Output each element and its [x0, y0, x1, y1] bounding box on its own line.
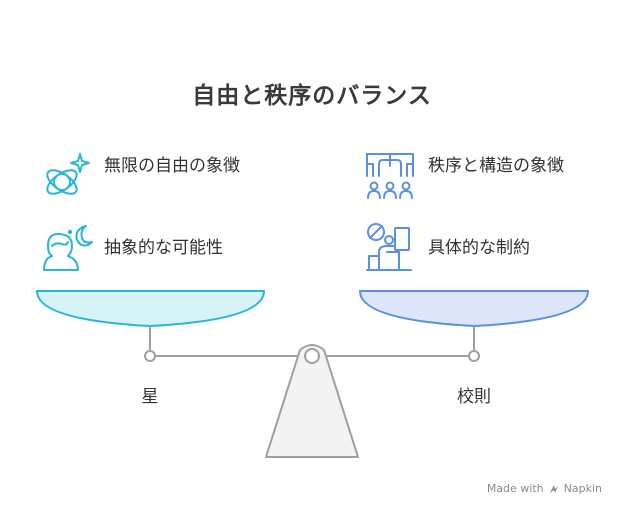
organized-people-icon [366, 153, 414, 199]
right-end-label: 校則 [457, 387, 491, 407]
fulcrum-base [265, 344, 359, 458]
credit-prefix: Made with [486, 482, 544, 495]
restricted-worker-icon [366, 223, 412, 271]
right-beam-joint [468, 350, 480, 362]
person-moon-icon [43, 225, 93, 271]
right-item-label-2: 具体的な制約 [428, 238, 530, 258]
credit-brand: Napkin [563, 482, 602, 495]
orbit-sparkle-icon [46, 153, 90, 195]
left-item-label-2: 抽象的な可能性 [104, 238, 223, 258]
left-pan [35, 290, 266, 328]
right-item-label-1: 秩序と構造の象徴 [428, 156, 564, 176]
diagram-title: 自由と秩序のバランス [192, 83, 432, 109]
fulcrum-pivot [304, 348, 320, 364]
right-pan [358, 290, 590, 328]
left-end-label: 星 [141, 387, 159, 407]
napkin-credit[interactable]: Made with Napkin [487, 482, 602, 495]
napkin-logo-icon [549, 484, 558, 493]
left-beam-joint [144, 350, 156, 362]
left-item-label-1: 無限の自由の象徴 [104, 156, 240, 176]
